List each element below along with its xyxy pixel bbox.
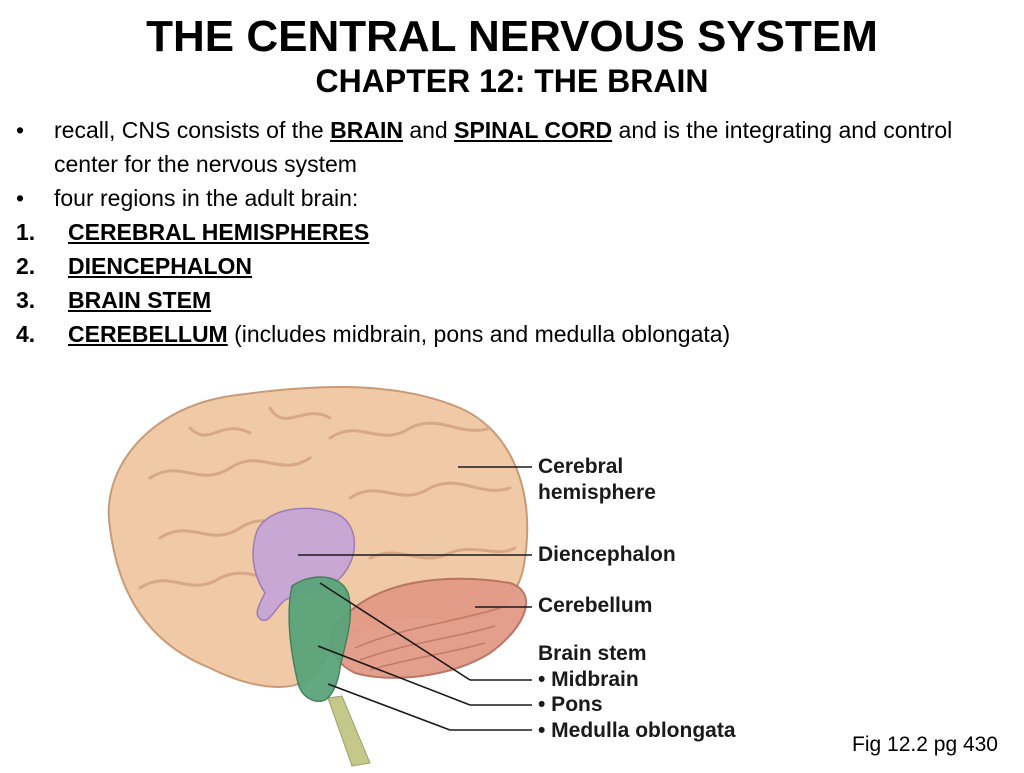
cerebellum-folia [354, 607, 501, 671]
figure-caption: Fig 12.2 pg 430 [852, 733, 998, 756]
leader-lines [298, 466, 532, 731]
region-name: CEREBELLUM [68, 321, 228, 347]
bullet-marker: • [16, 117, 25, 143]
slide-subtitle: CHAPTER 12: THE BRAIN [315, 63, 709, 99]
diencephalon-label: Diencephalon [538, 543, 676, 566]
region-item: 1. CEREBRAL HEMISPHERES [16, 215, 1006, 249]
bullet-text: recall, CNS consists of the [54, 117, 331, 143]
region-item: 4. CEREBELLUM (includes midbrain, pons a… [16, 317, 1006, 351]
region-name: BRAIN STEM [68, 287, 212, 313]
midbrain-label: • Midbrain [538, 668, 639, 691]
bullet-text: four regions in the adult brain: [54, 185, 359, 211]
region-name: CEREBRAL HEMISPHERES [68, 219, 370, 245]
hemisphere-label: hemisphere [538, 481, 656, 504]
region-number: 2. [16, 253, 36, 279]
brain-figure: Cerebral hemisphere Diencephalon Cerebel… [70, 378, 790, 768]
slide-title: THE CENTRAL NERVOUS SYSTEM [146, 12, 878, 61]
bullet-item: • recall, CNS consists of the BRAIN and … [16, 113, 1006, 181]
bullet-text: and is the integrating and control cente… [54, 117, 953, 177]
brain-term: BRAIN [330, 117, 403, 143]
bullet-item: • four regions in the adult brain: [16, 181, 1006, 215]
region-name: DIENCEPHALON [68, 253, 253, 279]
bullet-text: and [402, 117, 455, 143]
spinal-cord-term: SPINAL CORD [454, 117, 613, 143]
medulla-label: • Medulla oblongata [538, 719, 736, 742]
spinal-cord-shape [327, 695, 371, 767]
region-note: (includes midbrain, pons and medulla obl… [227, 321, 731, 347]
cerebellum-label: Cerebellum [538, 594, 653, 617]
brain-stem-shape [288, 576, 352, 702]
region-number: 4. [16, 321, 36, 347]
region-item: 3. BRAIN STEM [16, 283, 1006, 317]
region-number: 1. [16, 219, 36, 245]
brain-illustration [107, 386, 532, 767]
region-item: 2. DIENCEPHALON [16, 249, 1006, 283]
bullet-list: • recall, CNS consists of the BRAIN and … [16, 113, 1006, 351]
brain-stem-label: Brain stem [538, 642, 647, 665]
region-number: 3. [16, 287, 36, 313]
cerebral-label: Cerebral [538, 455, 624, 478]
pons-label: • Pons [538, 693, 603, 716]
bullet-marker: • [16, 185, 25, 211]
